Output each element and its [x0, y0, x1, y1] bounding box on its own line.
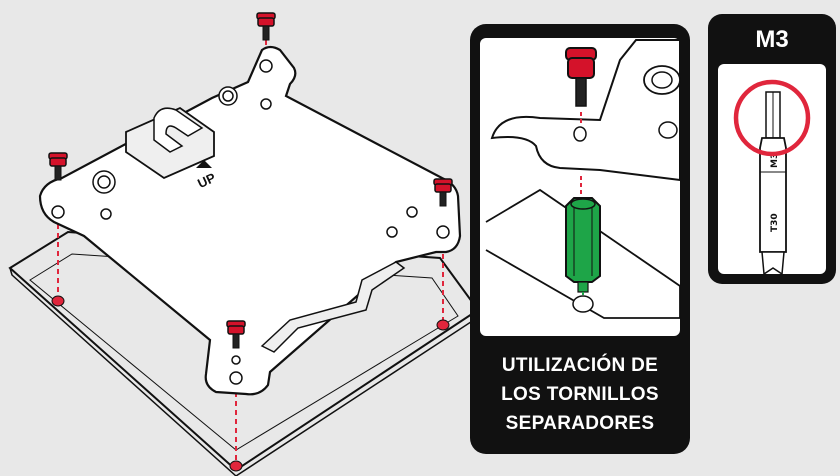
up-label: UP: [195, 170, 218, 191]
bit-type-text: T30: [770, 213, 780, 232]
detail-caption: UTILIZACIÓN DE LOS TORNILLOS SEPARADORES: [473, 340, 687, 448]
caption-line-2: LOS TORNILLOS: [501, 383, 659, 405]
backplate: UP: [38, 45, 462, 396]
board-holes: [51, 295, 450, 472]
highlight-circle: [733, 79, 811, 157]
caption-line-1: UTILIZACIÓN DE: [501, 354, 659, 376]
caption-line-3: SEPARADORES: [505, 412, 655, 434]
bit-size-text: M3: [770, 153, 780, 168]
bit-size-label: M3: [755, 26, 789, 53]
standoff-detail-panel: [470, 24, 690, 454]
bit-panel: M3 T30: [708, 14, 836, 284]
screw-top: [256, 12, 276, 41]
